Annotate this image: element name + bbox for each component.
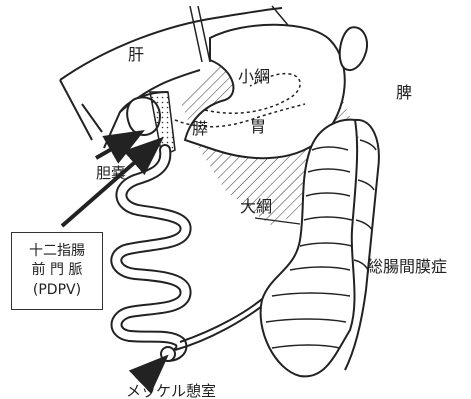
label-gallbladder: 胆嚢: [96, 164, 126, 182]
pdpv-line-1: 十二指腸: [29, 244, 85, 259]
label-greater-omentum: 大網: [240, 197, 272, 216]
arrow-meckel: [140, 360, 163, 382]
meckel-diverticulum-shape: [161, 347, 175, 361]
label-stomach: 胃: [250, 117, 266, 136]
label-pancreas: 膵: [192, 119, 208, 138]
label-common-mesentery: 総腸間膜症: [367, 257, 447, 276]
label-spleen: 脾: [396, 83, 412, 102]
small-intestine-inner: [116, 150, 185, 356]
label-meckel: メッケル憩室: [126, 382, 216, 399]
label-lesser-omentum: 小網: [238, 67, 270, 86]
arrow-gallbladder: [96, 134, 138, 158]
ileum-to-colon-2: [180, 294, 268, 342]
pdpv-line-3: (PDPV): [33, 283, 81, 298]
label-liver: 肝: [128, 45, 144, 64]
pdpv-label-box: 十二指腸 前 門 脈 (PDPV): [11, 232, 103, 310]
spleen-outline: [340, 27, 367, 70]
pdpv-line-2: 前 門 脈: [32, 263, 83, 278]
